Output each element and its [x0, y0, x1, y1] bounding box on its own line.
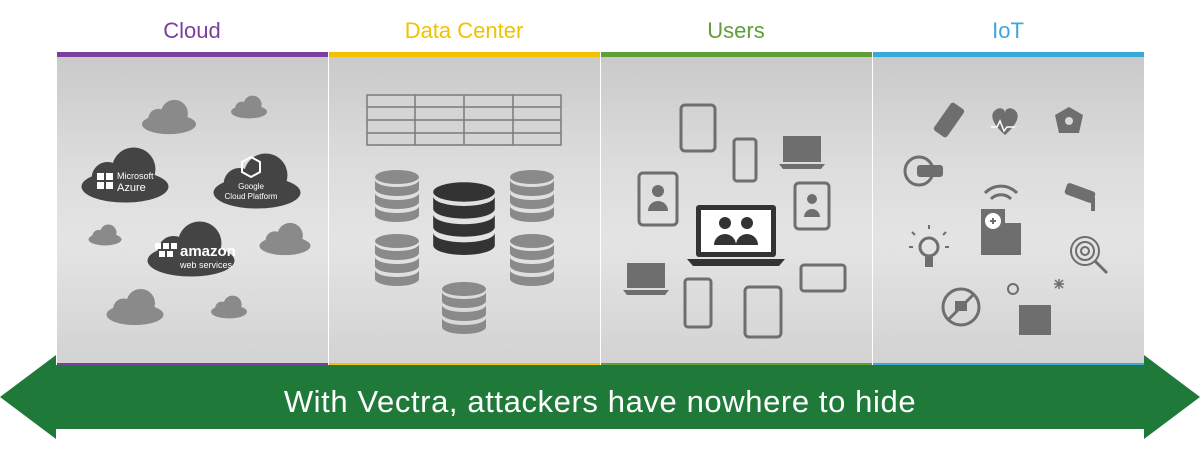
- google-label-line2: Cloud Platform: [225, 192, 278, 201]
- data-center-top-bar: [329, 52, 600, 57]
- phone-icon: [683, 277, 713, 329]
- windows-logo-icon: [97, 173, 113, 189]
- banner-arrow: [0, 355, 1200, 439]
- user-avatar-icon: [807, 194, 817, 204]
- phone-landscape-icon: [799, 263, 847, 293]
- power-plug-icon: [941, 287, 981, 327]
- cloud-icon: [259, 222, 311, 256]
- cloud-icon: [106, 288, 164, 326]
- column-title-data-center: Data Center: [404, 18, 524, 43]
- google-label-line1: Google: [238, 182, 264, 191]
- column-title-users: Users: [707, 18, 765, 43]
- security-camera-icon: [1064, 183, 1096, 211]
- users-top-bar: [601, 52, 872, 57]
- data-center-panel: [328, 52, 600, 368]
- users-illustration: [623, 103, 847, 339]
- cloud-icon: [231, 95, 267, 119]
- cloud-panel: Microsoft Azure Google Cloud Platform am…: [56, 52, 328, 368]
- iot-illustration: [903, 102, 1109, 335]
- cloud-icon: [88, 224, 122, 246]
- contact-tablet-icon: [637, 171, 679, 227]
- database-icon: [510, 170, 554, 222]
- aws-label-line1: amazon: [180, 243, 236, 260]
- iot-panel: [872, 52, 1144, 368]
- laptop-icon: [779, 136, 825, 169]
- tablet-icon: [743, 285, 783, 339]
- solar-panel-icon: [1007, 279, 1064, 335]
- double-arrow-shape: [0, 355, 1200, 439]
- glucose-meter-icon: [933, 102, 965, 138]
- heart-rate-icon: [992, 108, 1018, 135]
- tablet-icon: [679, 103, 717, 153]
- light-bulb-icon: [909, 225, 949, 267]
- database-icon: [442, 282, 486, 334]
- contact-tablet-icon: [793, 181, 831, 231]
- main-laptop-icon: [687, 205, 785, 266]
- primary-database-icon: [433, 182, 495, 255]
- google-hexagon-icon: [241, 155, 261, 179]
- users-panel: [600, 52, 872, 368]
- user-avatar-icon: [652, 185, 664, 197]
- drone-icon: [1055, 107, 1083, 133]
- aws-boxes-icon: [155, 243, 177, 257]
- smart-hospital-icon: [981, 184, 1021, 255]
- server-rack-icon: [366, 94, 562, 146]
- column-title-cloud: Cloud: [163, 18, 221, 43]
- column-title-iot: IoT: [992, 18, 1024, 43]
- azure-label-line2: Azure: [117, 182, 146, 194]
- phone-icon: [732, 137, 758, 183]
- cloud-illustration: Microsoft Azure Google Cloud Platform am…: [81, 95, 311, 326]
- aws-label-line2: web services: [179, 260, 233, 270]
- database-icon: [510, 234, 554, 286]
- database-icon: [375, 234, 419, 286]
- azure-label-line1: Microsoft: [117, 171, 154, 181]
- iot-top-bar: [873, 52, 1144, 57]
- banner-text: With Vectra, attackers have nowhere to h…: [283, 384, 917, 419]
- cloud-icon: [142, 99, 196, 135]
- data-center-illustration: [366, 94, 562, 334]
- fingerprint-icon: [1070, 236, 1109, 275]
- cloud-top-bar: [57, 52, 328, 57]
- cloud-icon: [211, 295, 247, 319]
- database-icon: [375, 170, 419, 222]
- vr-headset-icon: [903, 155, 943, 187]
- laptop-icon: [623, 263, 669, 295]
- two-users-icon: [714, 217, 758, 245]
